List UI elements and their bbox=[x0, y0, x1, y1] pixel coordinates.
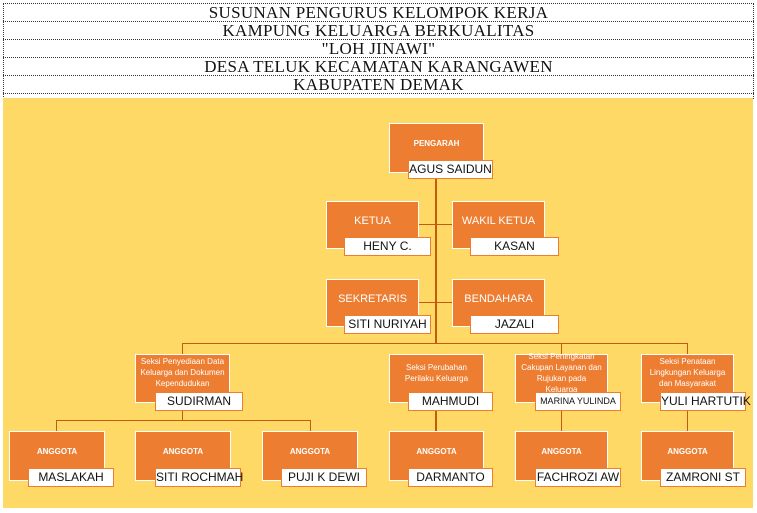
anggota-name: SITI ROCHMAH bbox=[155, 468, 243, 487]
role-label: Seksi Penataan Lingkungan Keluarga dan M… bbox=[649, 357, 726, 388]
role-label: ANGGOTA bbox=[667, 446, 708, 456]
title-line-4: DESA TELUK KECAMATAN KARANGAWEN bbox=[3, 57, 754, 75]
anggota-name: FACHROZI AW bbox=[535, 468, 621, 487]
anggota-name: PUJI K DEWI bbox=[281, 468, 367, 487]
seksi-name: YULI HARTUTIK bbox=[660, 392, 751, 411]
role-label: PENGARAH bbox=[413, 138, 460, 148]
connector bbox=[435, 178, 437, 344]
role-label: ANGGOTA bbox=[36, 446, 78, 456]
role-label: Seksi Perubahan Perilaku Keluarga bbox=[404, 362, 469, 383]
role-label: ANGGOTA bbox=[541, 446, 582, 456]
wakil-ketua-name: KASAN bbox=[470, 237, 559, 256]
role-label: BENDAHARA bbox=[464, 293, 533, 305]
connector bbox=[561, 343, 562, 355]
role-label: ANGGOTA bbox=[416, 446, 457, 456]
title-line-2: KAMPUNG KELUARGA BERKUALITAS bbox=[3, 21, 754, 39]
role-label: Seksi Peningkatan Cakupan Layanan dan Ru… bbox=[521, 351, 602, 394]
seksi-name: MARINA YULINDA bbox=[535, 392, 621, 411]
connector bbox=[687, 410, 688, 431]
ketua-name: HENY C. bbox=[344, 237, 431, 256]
role-label: ANGGOTA bbox=[162, 446, 204, 456]
connector bbox=[182, 343, 688, 344]
connector bbox=[310, 420, 311, 431]
connector bbox=[561, 410, 562, 431]
role-label: Seksi Penyediaan Data Keluarga dan Dokum… bbox=[140, 357, 225, 388]
title-line-1: SUSUNAN PENGURUS KELOMPOK KERJA bbox=[3, 3, 754, 21]
pengarah-name: AGUS SAIDUN bbox=[408, 160, 493, 179]
sekretaris-name: SITI NURIYAH bbox=[344, 315, 431, 334]
connector bbox=[56, 420, 57, 431]
role-label: WAKIL KETUA bbox=[461, 215, 536, 227]
seksi-name: MAHMUDI bbox=[408, 392, 493, 411]
connector bbox=[418, 302, 452, 303]
anggota-name: MASLAKAH bbox=[28, 468, 114, 487]
title-line-5: KABUPATEN DEMAK bbox=[3, 75, 754, 93]
anggota-name: ZAMRONI ST bbox=[660, 468, 746, 487]
connector bbox=[182, 343, 183, 355]
connector bbox=[687, 343, 688, 355]
connector bbox=[418, 224, 452, 225]
seksi-name: SUDIRMAN bbox=[155, 392, 243, 411]
anggota-name: DARMANTO bbox=[408, 468, 493, 487]
role-label: SEKRETARIS bbox=[338, 293, 407, 305]
title-line-3: "LOH JINAWI" bbox=[3, 39, 754, 57]
role-label: ANGGOTA bbox=[289, 446, 331, 456]
connector bbox=[182, 410, 183, 421]
connector bbox=[56, 420, 311, 421]
connector bbox=[435, 410, 437, 431]
bendahara-name: JAZALI bbox=[470, 315, 559, 334]
role-label: KETUA bbox=[354, 215, 391, 227]
